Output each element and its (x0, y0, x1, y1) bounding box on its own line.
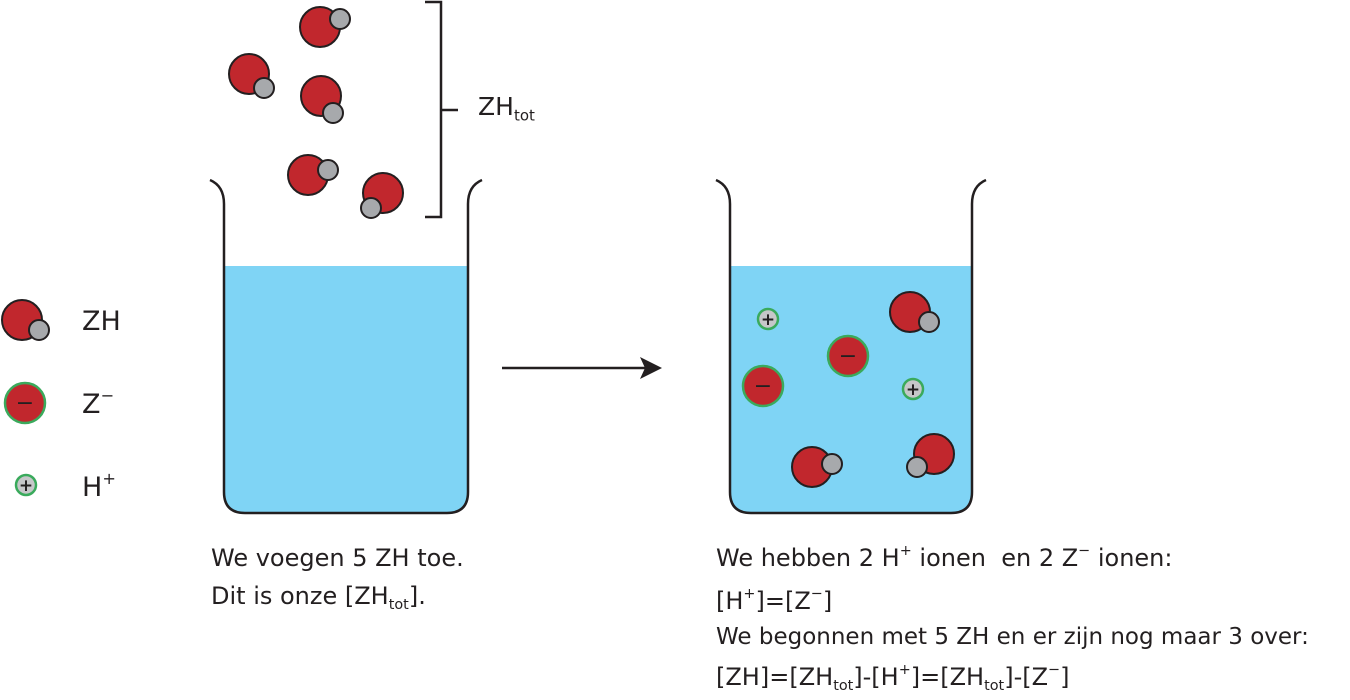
caption-right-line-1: We hebben 2 H+ ionen en 2 Z− ionen: (716, 543, 1173, 572)
caption-left-line-1: We voegen 5 ZH toe. (211, 544, 464, 572)
caption-left-line-2: Dit is onze [ZHtot]. (211, 582, 426, 614)
zh-molecule (906, 433, 955, 478)
legend-zh-symbol (1, 299, 50, 341)
zh-tot-bracket-label: ZHtot (478, 92, 535, 125)
plus-sign: + (761, 310, 775, 330)
zh-molecule (791, 446, 843, 488)
left-beaker-water (225, 266, 468, 512)
caption-right-line-3: We begonnen met 5 ZH en er zijn nog maar… (716, 624, 1309, 650)
zh-molecule (300, 75, 344, 124)
zh-molecule (889, 291, 940, 333)
h-plus-ion: + (901, 377, 925, 401)
legend-zh-label: ZH (82, 306, 121, 337)
minus-sign: − (839, 344, 857, 369)
legend-z-minus-symbol: − (3, 381, 47, 425)
left-beaker (209, 178, 483, 515)
zh-molecule (299, 6, 351, 48)
legend-z-minus-label: Z− (82, 385, 115, 420)
legend-h-plus-symbol: + (14, 473, 38, 497)
caption-right-line-2: [H+]=[Z−] (716, 586, 833, 615)
caption-right-line-4: [ZH]=[ZHtot]-[H+]=[ZHtot]-[Z−] (716, 662, 1070, 695)
z-minus-ion: − (741, 364, 785, 408)
minus-sign: − (16, 391, 34, 416)
z-minus-ion: − (826, 334, 870, 378)
zh-molecule (287, 154, 339, 196)
plus-sign: + (19, 476, 33, 496)
zh-molecule (360, 172, 404, 219)
left-beaker-outline (209, 178, 483, 515)
plus-sign: + (906, 380, 920, 400)
minus-sign: − (754, 374, 772, 399)
zh-molecule (228, 53, 275, 99)
legend-h-plus-label: H+ (82, 468, 116, 503)
zh-tot-bracket (425, 0, 458, 219)
reaction-arrow (502, 357, 662, 379)
right-beaker-outline (715, 178, 987, 515)
h-plus-ion: + (756, 307, 780, 331)
